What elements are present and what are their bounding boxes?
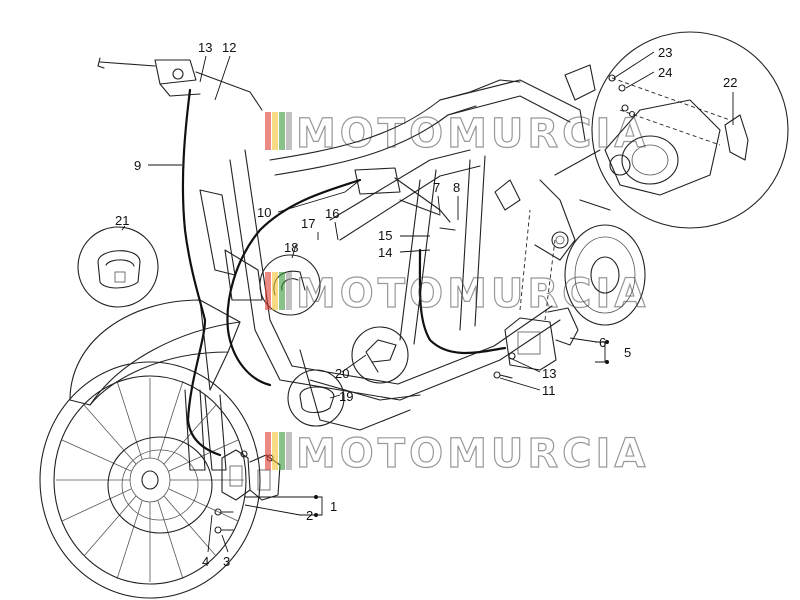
clamp-detail-19	[287, 369, 345, 427]
watermark-text: MOTOMURCIA	[296, 431, 649, 477]
callout-13: 13	[198, 40, 212, 55]
watermark-stripe	[272, 112, 278, 150]
callout-8: 8	[453, 180, 460, 195]
watermark-top: MOTOMURCIA	[265, 110, 649, 158]
callout-7: 7	[433, 180, 440, 195]
callout-4: 4	[202, 554, 209, 569]
callout-12: 12	[222, 40, 236, 55]
hose-union-line	[399, 199, 456, 231]
clamp-detail-21	[77, 226, 159, 308]
rear-brake-disc	[564, 224, 646, 326]
callout-1: 1	[330, 499, 337, 514]
scooter-frame	[199, 64, 596, 431]
callout-5: 5	[624, 345, 631, 360]
caliper-bolts	[214, 508, 234, 534]
watermark-stripe	[286, 112, 292, 150]
callout-17: 17	[301, 216, 315, 231]
leader-lines	[121, 51, 734, 553]
callout-13-rear: 13	[542, 366, 556, 381]
callout-10: 10	[257, 205, 271, 220]
callout-16: 16	[325, 206, 339, 221]
gearbox-inset	[591, 31, 789, 229]
callout-labels: 13 12 9 10 21 7 8 17 16 15 14 18 23 24 2…	[115, 40, 737, 569]
rear-caliper-bolt	[493, 371, 513, 379]
watermark-stripe	[279, 112, 285, 150]
callout-24: 24	[658, 65, 672, 80]
watermark-stripe	[272, 432, 278, 470]
watermark-text: MOTOMURCIA	[296, 271, 649, 317]
rear-brake-caliper	[504, 307, 579, 371]
assembly-guide-lines	[519, 209, 556, 321]
callout-11: 11	[542, 383, 556, 398]
callout-2: 2	[306, 508, 313, 523]
callout-19: 19	[339, 389, 353, 404]
callout-9: 9	[134, 158, 141, 173]
watermark-text: MOTOMURCIA	[296, 111, 649, 157]
inset-pointer-lines	[554, 149, 611, 211]
front-fender	[69, 299, 241, 406]
callout-23: 23	[658, 45, 672, 60]
watermark-stripe	[279, 432, 285, 470]
callout-15: 15	[378, 228, 392, 243]
handlebar	[97, 57, 263, 111]
watermark-stripe	[286, 432, 292, 470]
front-brake-caliper	[221, 449, 281, 501]
callout-21: 21	[115, 213, 129, 228]
rear-hose-lower	[418, 248, 507, 355]
callout-22: 22	[723, 75, 737, 90]
callout-20: 20	[335, 366, 349, 381]
watermark-stripe	[265, 432, 271, 470]
watermark-stripe	[265, 112, 271, 150]
callout-3: 3	[223, 554, 230, 569]
watermark-middle: MOTOMURCIA	[265, 270, 649, 318]
watermark-stripe	[265, 272, 271, 310]
callout-14: 14	[378, 245, 392, 260]
watermark-stripe	[286, 272, 292, 310]
watermark-stripe	[272, 272, 278, 310]
callout-6: 6	[599, 335, 606, 350]
front-fork	[184, 389, 227, 471]
rear-brake-hose	[226, 178, 362, 387]
watermark-bottom: MOTOMURCIA	[265, 430, 649, 478]
callout-18: 18	[284, 240, 298, 255]
front-brake-hose	[181, 88, 222, 457]
watermark-stripe	[279, 272, 285, 310]
clamp-detail-20	[351, 326, 409, 384]
